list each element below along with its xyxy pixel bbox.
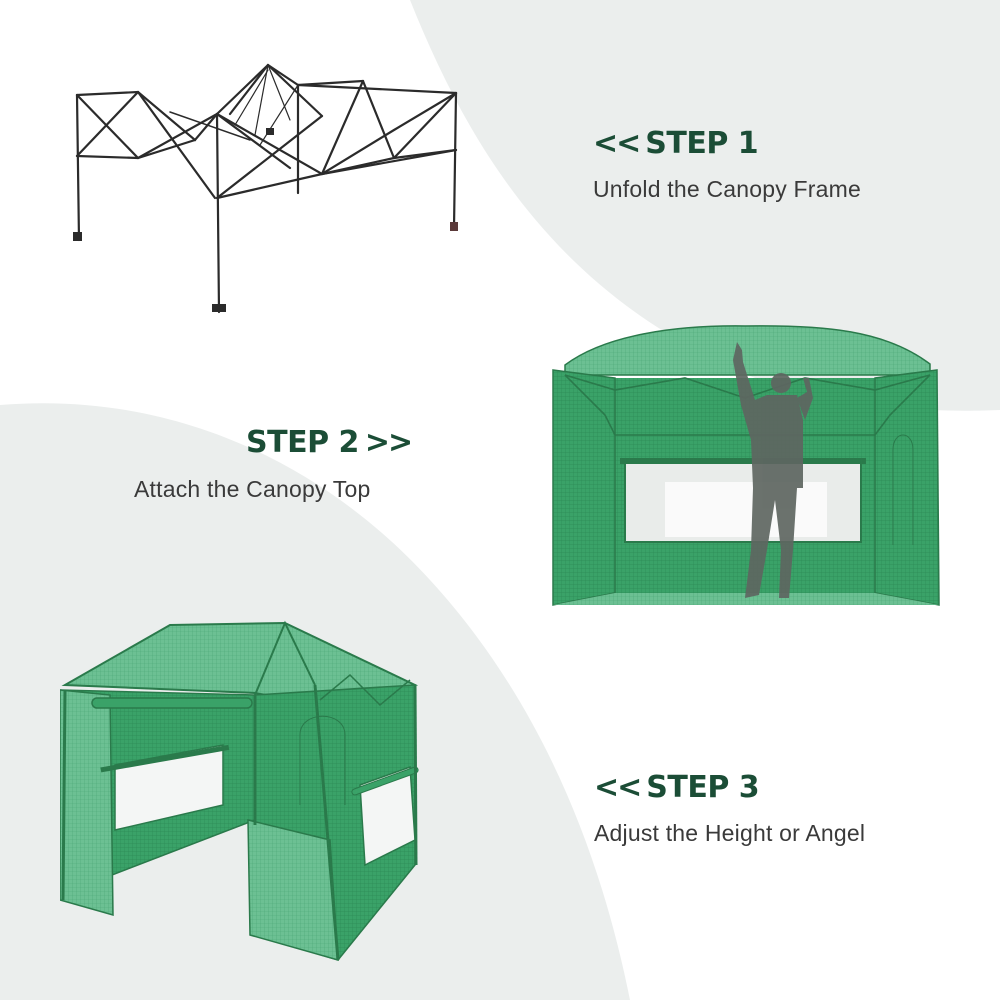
left-double-arrow-icon: << bbox=[593, 126, 641, 161]
step-2-label: STEP 2 bbox=[246, 425, 359, 460]
step-3-heading: <<STEP 3 bbox=[594, 770, 760, 805]
person-silhouette bbox=[733, 342, 813, 598]
left-double-arrow-icon: << bbox=[594, 770, 642, 805]
step-2-heading: STEP 2>> bbox=[246, 425, 417, 460]
step-1-description: Unfold the Canopy Frame bbox=[593, 176, 861, 202]
step-2-description: Attach the Canopy Top bbox=[134, 476, 371, 502]
greenhouse-angled-illustration bbox=[60, 620, 419, 962]
step-3-description: Adjust the Height or Angel bbox=[594, 820, 866, 846]
right-double-arrow-icon: >> bbox=[364, 425, 413, 460]
step-1-label: STEP 1 bbox=[645, 126, 759, 161]
step-1-heading: <<STEP 1 bbox=[593, 126, 759, 161]
upper-right-blob bbox=[410, 0, 1000, 411]
step-3-label: STEP 3 bbox=[646, 770, 760, 805]
greenhouse-front-illustration bbox=[552, 325, 940, 606]
canopy-frame-illustration bbox=[73, 63, 458, 314]
